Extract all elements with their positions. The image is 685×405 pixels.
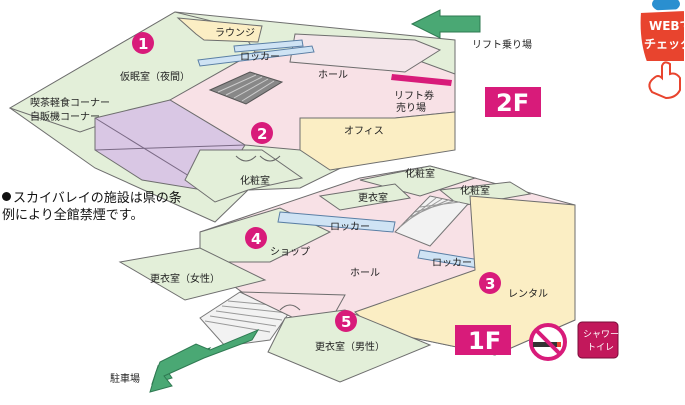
no-smoking-note: スカイバレイの施設は県の条例により全館禁煙です。 [2,190,194,224]
room-rental [354,195,576,356]
room-restroom-2f [184,149,304,203]
label-cafe-2: 自販機コーナー [30,110,100,123]
svg-text:5: 5 [341,313,351,331]
label-changing-men: 更衣室（男性） [315,340,385,353]
marker-3: 3 [479,272,501,294]
shower-toilet-badge: シャワー トイレ [577,321,619,359]
locker-2f-b [233,39,304,53]
floor-1f-badge: 1F [455,325,511,355]
label-parking: 駐車場 [110,372,140,385]
web-check-badge[interactable]: WEBで チェック [638,0,685,100]
svg-text:2: 2 [257,125,267,143]
label-locker-1f-a: ロッカー [330,221,370,233]
label-lounge: ラウンジ [215,27,255,39]
svg-text:4: 4 [251,230,261,248]
label-lift-ticket-2: 売り場 [396,101,426,114]
svg-text:2F: 2F [496,89,529,117]
label-lift-ticket-1: リフト券 [394,89,434,102]
room-lounge [176,17,263,43]
marker-1: 1 [132,32,154,54]
toilet-label: トイレ [587,343,614,353]
room-office [299,111,456,171]
web-badge-top [652,0,680,12]
label-restroom-2f: 化粧室 [240,174,270,187]
pointing-hand-icon [648,61,681,100]
floor-1f [118,165,576,393]
label-restroom-1f-a: 化粧室 [405,167,435,180]
lift-ticket-counter [391,74,452,86]
svg-text:1F: 1F [468,327,501,355]
shower-label: シャワー [583,330,619,340]
web-badge-line2: チェック [644,37,685,51]
marker-4: 4 [245,227,267,249]
label-office: オフィス [344,125,384,137]
label-shop: ショップ [270,246,310,258]
label-hall-2f: ホール [318,69,348,81]
web-badge-body [638,8,685,63]
locker-2f-a [197,45,315,67]
svg-text:1: 1 [138,35,148,53]
no-smoking-icon [529,323,567,361]
parking-arrow-body [149,328,260,393]
marker-2: 2 [251,122,273,144]
room-changing-1f [318,183,412,211]
label-locker-1f-b: ロッカー [432,257,472,269]
room-changing-women [118,247,267,301]
floor-2f [8,9,481,223]
svg-text:3: 3 [485,275,495,293]
label-cafe-1: 喫茶軽食コーナー [30,96,110,109]
room-lift-platform [289,33,442,73]
label-changing-women: 更衣室（女性） [150,272,220,285]
note-text: スカイバレイの施設は県の条例により全館禁煙です。 [2,191,182,223]
marker-5: 5 [335,310,357,332]
label-hall-1f: ホール [350,267,380,279]
label-restroom-1f-b: 化粧室 [460,184,490,197]
label-locker-2f: ロッカー [240,51,280,63]
floor-2f-badge: 2F [485,87,541,117]
stairs-1f [394,195,469,247]
room-changing-men [267,309,432,383]
locker-1f-a [277,211,396,233]
stairs-2f [208,71,284,105]
web-badge-line1: WEBで [649,19,685,33]
lift-direction-arrow [410,9,481,39]
label-nap-room: 仮眠室（夜間） [120,70,190,83]
label-rental: レンタル [508,288,548,300]
label-changing-1f: 更衣室 [358,191,388,204]
bullet-icon [2,192,11,201]
label-lift-platform: リフト乗り場 [472,38,532,51]
